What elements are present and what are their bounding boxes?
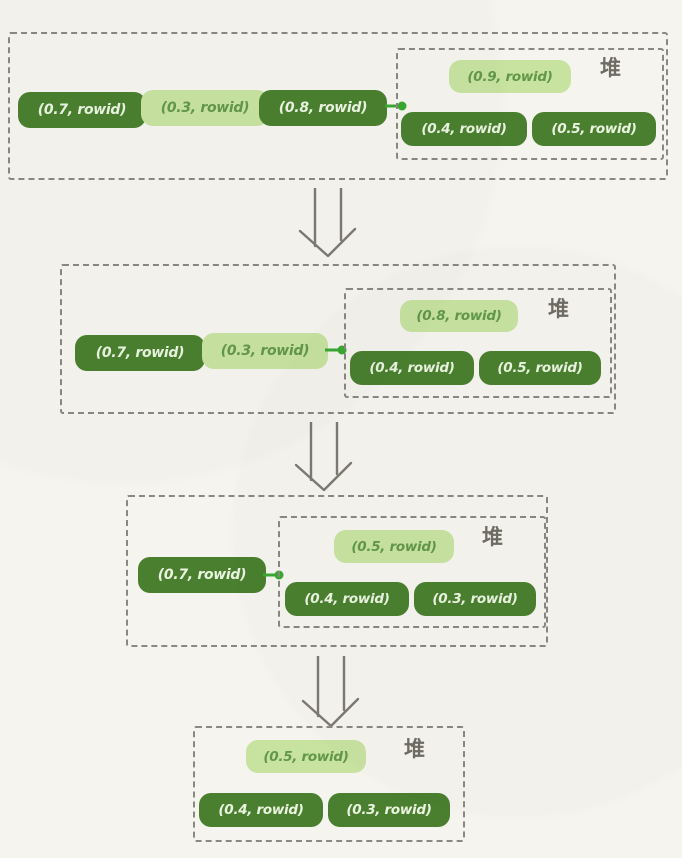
flow-arrow-2-3 [294, 422, 353, 492]
stage-1-heap-box [396, 48, 664, 160]
stage-3-heap-box [278, 516, 546, 628]
stage-1-heap-child-2[interactable]: (0.5, rowid) [532, 112, 656, 146]
flow-arrow-3-4 [301, 656, 360, 728]
stage-2-outer-box [60, 264, 616, 414]
stage-3-heap-child-1[interactable]: (0.4, rowid) [285, 582, 409, 616]
stage-2-heap-top[interactable]: (0.8, rowid) [400, 300, 518, 332]
stage-2-heap-title: 堆 [548, 297, 569, 321]
stage-4-heap-top[interactable]: (0.5, rowid) [246, 740, 366, 773]
stage-2-list-item-2[interactable]: (0.3, rowid) [202, 333, 328, 369]
stage-3-heap-top[interactable]: (0.5, rowid) [334, 530, 454, 563]
stage-4-heap-box [193, 726, 465, 842]
stage-1-list-item-2[interactable]: (0.3, rowid) [141, 90, 269, 126]
stage-1-outer-box [8, 32, 668, 180]
stage-3-heap-child-2[interactable]: (0.3, rowid) [414, 582, 536, 616]
stage-3-heap-title: 堆 [482, 525, 503, 549]
stage-1-list-item-1[interactable]: (0.7, rowid) [18, 92, 146, 128]
stage-2-heap-box [344, 288, 612, 398]
stage-1-connector-arrow [385, 101, 407, 111]
stage-4-heap-child-2[interactable]: (0.3, rowid) [328, 793, 450, 827]
stage-1-heap-title: 堆 [600, 56, 621, 80]
stage-3-outer-box [126, 495, 548, 647]
stage-1-heap-top[interactable]: (0.9, rowid) [449, 60, 571, 93]
stage-1-heap-child-1[interactable]: (0.4, rowid) [401, 112, 527, 146]
stage-2-heap-child-2[interactable]: (0.5, rowid) [479, 351, 601, 385]
flow-arrow-1-2 [298, 188, 357, 258]
stage-3-list-item-1[interactable]: (0.7, rowid) [138, 557, 266, 593]
stage-4-heap-title: 堆 [404, 737, 425, 761]
stage-1-list-item-3[interactable]: (0.8, rowid) [259, 90, 387, 126]
stage-2-heap-child-1[interactable]: (0.4, rowid) [350, 351, 474, 385]
stage-2-list-item-1[interactable]: (0.7, rowid) [75, 335, 205, 371]
stage-4-heap-child-1[interactable]: (0.4, rowid) [199, 793, 323, 827]
